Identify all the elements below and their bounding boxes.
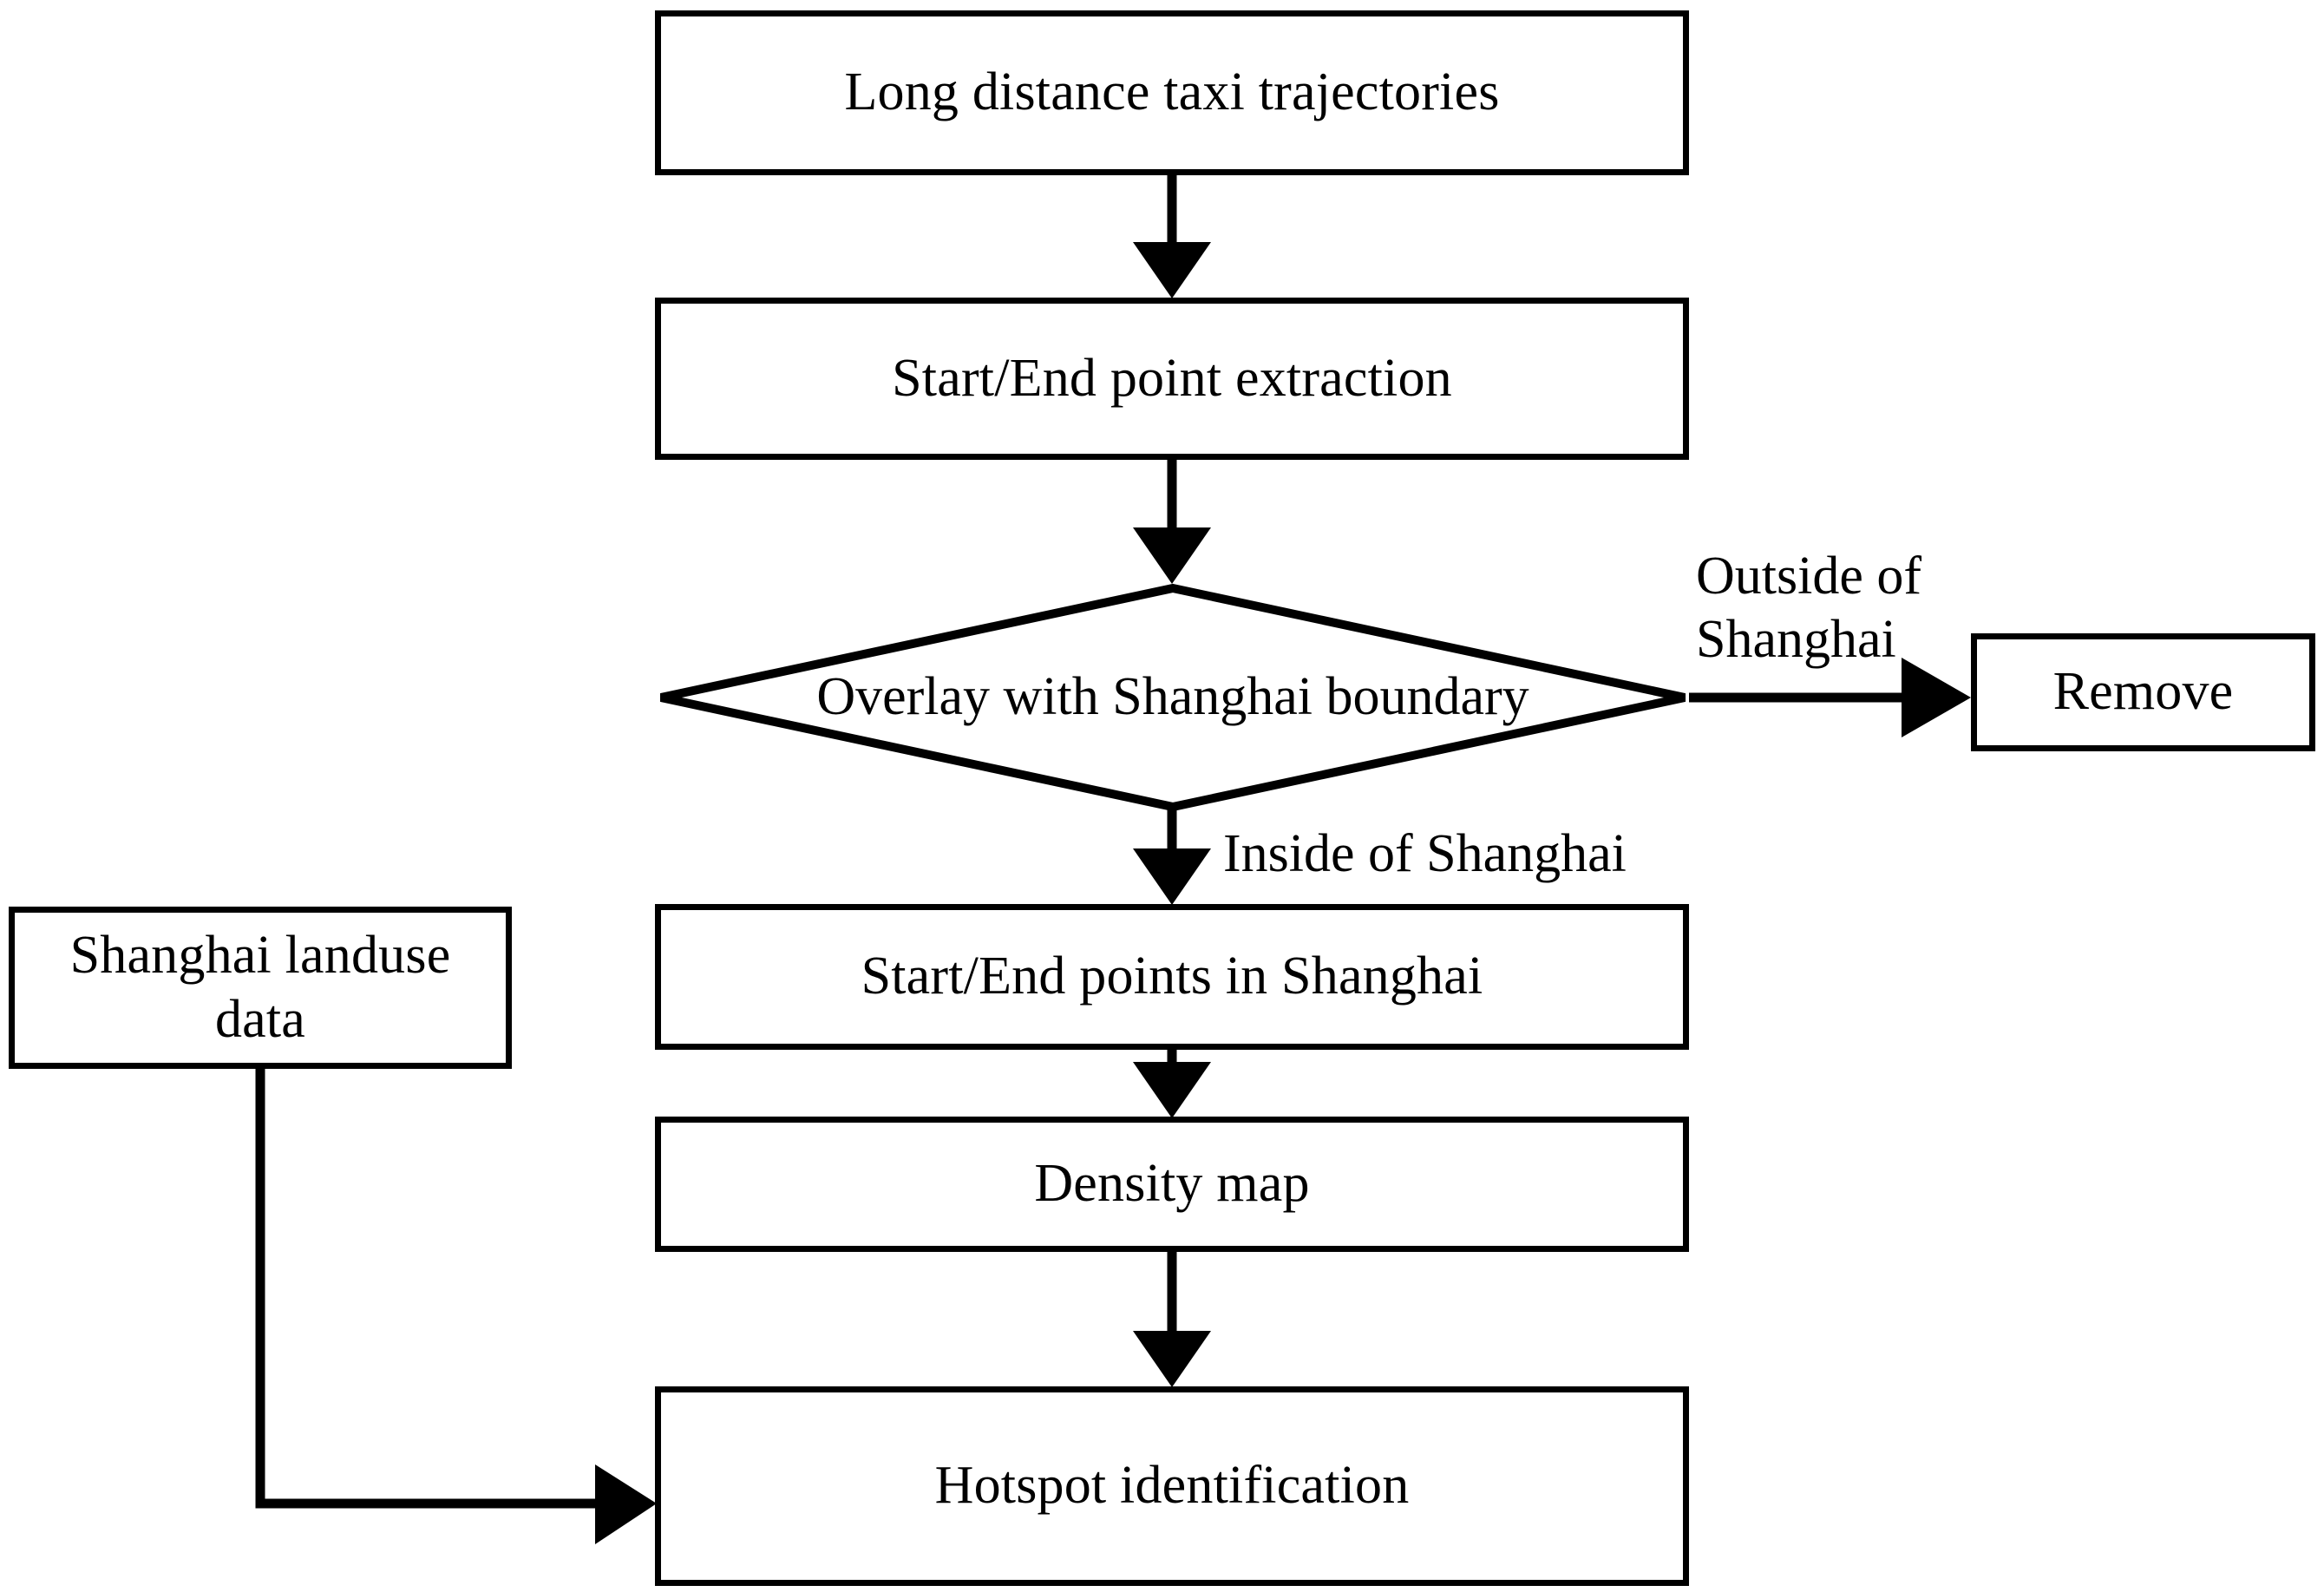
node-points-in-shanghai[interactable]: Start/End points in Shanghai	[655, 904, 1689, 1050]
edge-trajectories-to-extraction	[1133, 175, 1211, 298]
edge-density-to-hotspot	[1133, 1252, 1211, 1387]
node-hotspot-label: Hotspot identification	[934, 1456, 1410, 1516]
node-trajectories[interactable]: Long distance taxi trajectories	[655, 10, 1689, 175]
node-hotspot[interactable]: Hotspot identification	[655, 1386, 1689, 1586]
node-extraction-label: Start/End point extraction	[892, 348, 1452, 408]
edge-landuse-to-hotspot	[255, 1069, 657, 1544]
edge-overlay-to-points	[1133, 807, 1211, 905]
node-density-map-label: Density map	[1034, 1154, 1310, 1214]
node-landuse[interactable]: Shanghai landuse data	[9, 907, 512, 1069]
edge-extraction-to-overlay	[1133, 460, 1211, 584]
node-points-in-shanghai-label: Start/End points in Shanghai	[861, 947, 1483, 1006]
node-remove[interactable]: Remove	[1971, 633, 2315, 751]
node-overlay[interactable]: Overlay with Shanghai boundary	[657, 583, 1689, 812]
node-extraction[interactable]: Start/End point extraction	[655, 298, 1689, 460]
node-density-map[interactable]: Density map	[655, 1117, 1689, 1252]
edge-overlay-to-remove	[1689, 658, 1971, 737]
node-trajectories-label: Long distance taxi trajectories	[844, 62, 1500, 122]
diamond-shape	[659, 583, 1686, 812]
edge-points-to-density	[1133, 1050, 1211, 1118]
edge-label-outside: Outside of Shanghai	[1696, 547, 1922, 670]
edge-label-inside: Inside of Shanghai	[1223, 824, 1627, 883]
node-remove-label: Remove	[2052, 662, 2234, 722]
node-landuse-label: Shanghai landuse data	[69, 926, 451, 1049]
node-overlay-label: Overlay with Shanghai boundary	[816, 667, 1529, 726]
